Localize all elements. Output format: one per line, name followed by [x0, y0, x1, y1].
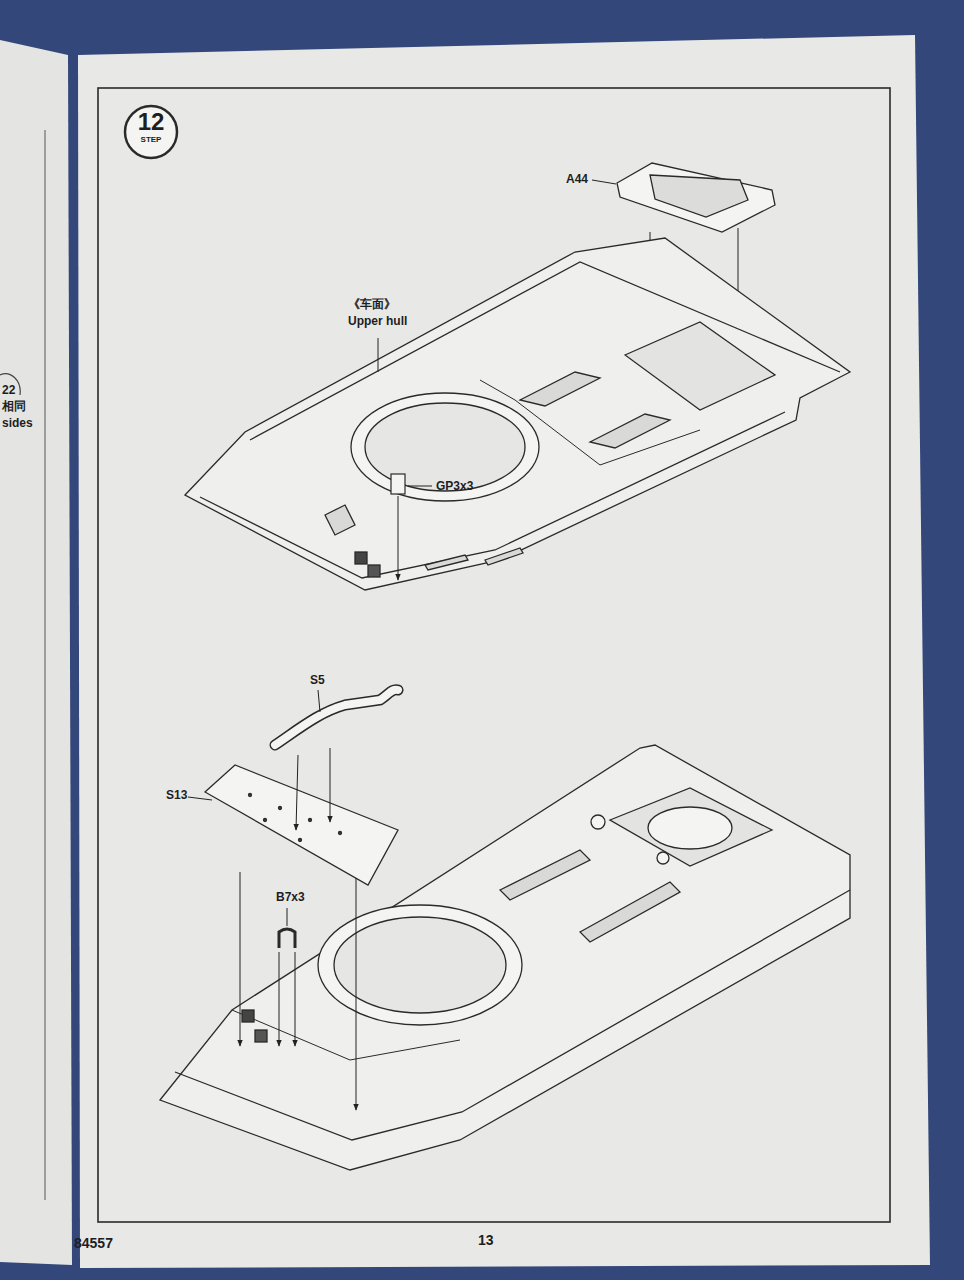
part-label: S5: [310, 674, 325, 687]
part-label: 相同: [2, 400, 26, 413]
part-gp: [391, 474, 405, 494]
page-frame: [98, 88, 890, 1222]
step-word: STEP: [123, 136, 179, 144]
part-label: 22: [2, 384, 15, 397]
part-b7: [279, 929, 295, 948]
part-s13: [205, 765, 398, 885]
part-a44: [617, 163, 775, 232]
part-label: A44: [566, 173, 588, 186]
page-number: 13: [478, 1233, 494, 1248]
upper-hull-inner: [185, 238, 850, 590]
part-label: S13: [166, 789, 187, 802]
part-label: 《车面》: [348, 298, 396, 311]
right-page: [78, 35, 930, 1268]
part-label: Upper hull: [348, 315, 407, 328]
step-number: 12: [123, 110, 179, 134]
page-number: 84557: [74, 1236, 113, 1251]
part-label: sides: [2, 417, 33, 430]
step-badge: 12STEP: [123, 104, 179, 160]
part-label: GP3x3: [436, 480, 473, 493]
part-s5: [275, 690, 398, 745]
left-page: [0, 40, 72, 1265]
upper-hull-outer: [160, 745, 850, 1170]
part-label: B7x3: [276, 891, 305, 904]
